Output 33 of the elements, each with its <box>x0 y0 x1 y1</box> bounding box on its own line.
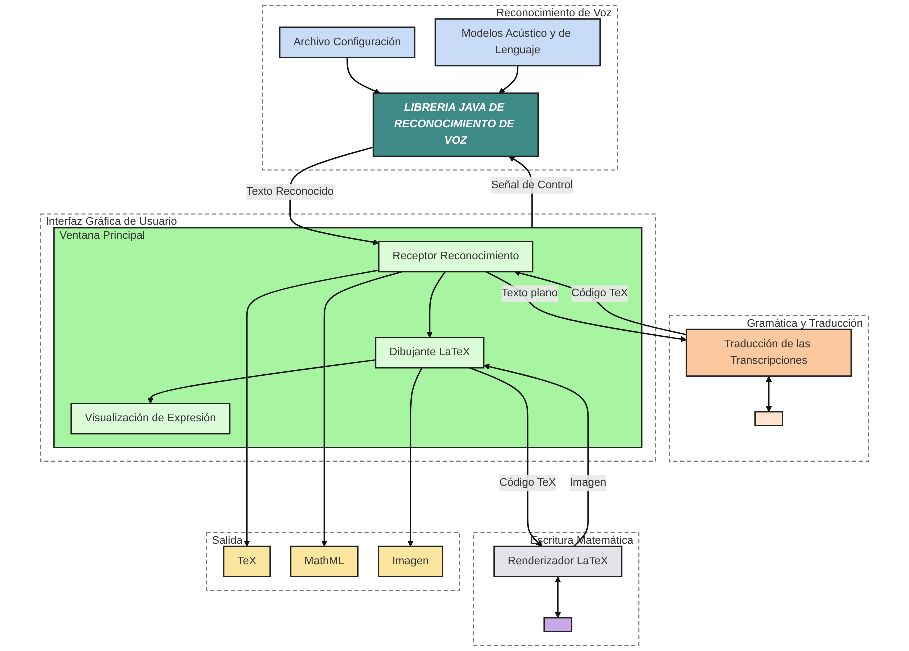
node-box <box>754 411 784 426</box>
arrow <box>486 271 687 342</box>
node-box: LIBRERIA JAVA DE RECONOCIMIENTO DE VOZ <box>372 92 539 158</box>
node-box: Traducción de las Transcripciones <box>686 328 852 377</box>
node-box: Imagen <box>378 546 444 578</box>
node-box: Renderizador LaTeX <box>494 546 623 578</box>
edge-label: Imagen <box>570 477 607 489</box>
node-box: Visualización de Expresión <box>70 403 231 435</box>
node-box: MathML <box>290 546 359 578</box>
arrow <box>321 271 403 547</box>
arrow <box>470 367 543 547</box>
node-box <box>544 617 572 632</box>
arrow <box>766 376 772 412</box>
arrow <box>148 359 376 404</box>
arrow <box>555 576 562 618</box>
arrow <box>346 58 381 94</box>
node-box: Dibujante LaTeX <box>375 337 485 369</box>
edge-label: Texto plano <box>502 288 558 300</box>
node-box: Archivo Configuración <box>279 26 416 58</box>
edge-label: Texto Reconocido <box>246 186 334 198</box>
arrow <box>408 368 423 547</box>
node-box: TeX <box>223 546 271 578</box>
arrow <box>290 146 380 246</box>
node-box: Receptor Reconocimiento <box>378 241 534 273</box>
arrow <box>498 66 519 94</box>
arrow <box>514 270 687 336</box>
arrow <box>484 364 589 548</box>
arrow <box>244 270 380 547</box>
edge-label: Código TeX <box>572 288 628 300</box>
edge-label: Código TeX <box>500 477 556 489</box>
node-box: Modelos Acústico y de Lenguaje <box>434 18 601 67</box>
arrow <box>426 272 446 338</box>
edge-label: Señal de Control <box>491 180 574 192</box>
